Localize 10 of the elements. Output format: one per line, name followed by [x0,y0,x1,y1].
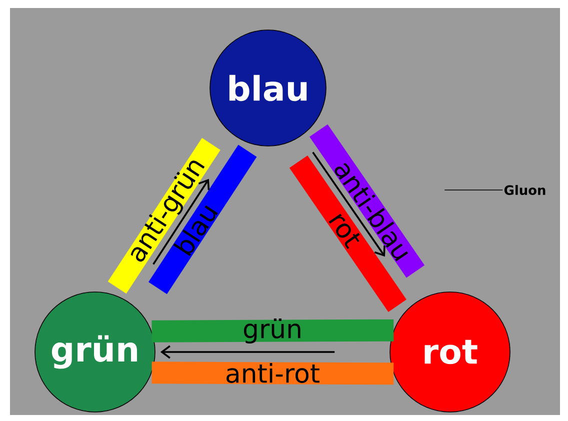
gluon-label: Gluon [504,185,546,196]
band-label: grün [244,318,300,344]
band-label: anti-rot [226,362,320,384]
color-band [108,138,220,294]
arrow [160,345,335,359]
color-band [148,144,257,294]
arrow [312,152,386,257]
color-band [289,155,406,312]
arrow [152,178,210,265]
color-band [309,124,425,278]
